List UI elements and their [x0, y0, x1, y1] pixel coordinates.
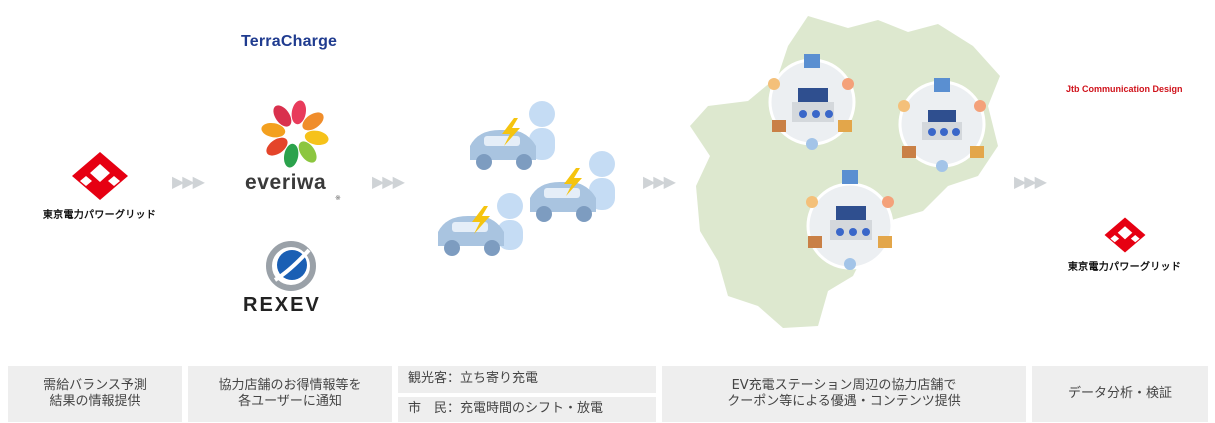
shop-icon [808, 236, 822, 248]
tepco-logo-text: 東京電力パワーグリッド [42, 210, 157, 221]
step-box-analysis: データ分析・検証 [1032, 366, 1208, 422]
station-cluster-1 [768, 54, 856, 150]
step-box-line: 協力店舗のお得情報等を [218, 377, 362, 393]
everiwa-logo: everiwa ※ [243, 98, 353, 208]
station-cluster-3 [806, 170, 894, 270]
restaurant-icon [898, 100, 910, 112]
tepco-mark-icon [71, 152, 128, 200]
rexev-logo-text: REXEV [243, 294, 321, 316]
shop-icon [902, 146, 916, 158]
tepco-logo-left: 東京電力パワーグリッド [37, 150, 162, 221]
ev-car-icon [470, 130, 536, 170]
step-box-line: 需給バランス予測 [43, 377, 147, 393]
restaurant-icon [882, 196, 894, 208]
station-cluster-2 [898, 78, 986, 172]
flow-arrow-2-icon: ▶▶▶ [372, 172, 405, 191]
jtb-logo: Jtb Communication Design [1066, 84, 1183, 94]
region-map [690, 16, 1000, 328]
step-box-supply-demand: 需給バランス予測 結果の情報提供 [8, 366, 182, 422]
restaurant-icon [768, 78, 780, 90]
bolt-icon [502, 118, 520, 146]
shop-icon [838, 120, 852, 132]
ev-car-icon [530, 182, 596, 222]
ev-users-illustration [438, 101, 615, 256]
tepco-mark-icon [1104, 217, 1145, 253]
shop-icon [772, 120, 786, 132]
restaurant-icon [806, 138, 818, 150]
step-box-line: 観光客：立ち寄り充電 [408, 371, 539, 387]
shop-icon [804, 54, 820, 68]
step-box-coupon: EV充電ステーション周辺の協力店舗で クーポン等による優遇・コンテンツ提供 [662, 366, 1026, 422]
step-box-line: EV充電ステーション周辺の協力店舗で [731, 377, 957, 393]
rexev-mark-icon [266, 241, 316, 291]
everiwa-logo-text: everiwa [245, 171, 327, 194]
solar-panel-icon [836, 206, 866, 220]
shop-icon [934, 78, 950, 92]
solar-panel-icon [928, 110, 956, 122]
bolt-icon [472, 206, 490, 234]
shop-icon [970, 146, 984, 158]
solar-panel-icon [798, 88, 828, 102]
step-box-line: 市 民：充電時間のシフト・放電 [408, 401, 604, 417]
everiwa-flower-icon [261, 100, 329, 168]
restaurant-icon [806, 196, 818, 208]
restaurant-icon [936, 160, 948, 172]
shop-icon [878, 236, 892, 248]
terracharge-logo: TerraCharge [241, 33, 338, 50]
bolt-icon [564, 168, 582, 196]
shop-icon [842, 170, 858, 184]
rexev-logo: REXEV [243, 240, 343, 320]
flow-arrow-4-icon: ▶▶▶ [1014, 172, 1047, 191]
step-box-tourist: 観光客：立ち寄り充電 [398, 366, 656, 393]
step-box-line: クーポン等による優遇・コンテンツ提供 [727, 394, 961, 409]
everiwa-note: ※ [335, 194, 341, 202]
ev-car-icon [438, 216, 504, 256]
restaurant-icon [974, 100, 986, 112]
step-box-line: 各ユーザーに通知 [238, 394, 342, 409]
tepco-logo-right: 東京電力パワーグリッド [1062, 216, 1187, 273]
step-box-citizen: 市 民：充電時間のシフト・放電 [398, 397, 656, 422]
step-box-line: 結果の情報提供 [49, 394, 141, 409]
restaurant-icon [844, 258, 856, 270]
tepco-logo-text: 東京電力パワーグリッド [1067, 262, 1182, 273]
flow-arrow-3-icon: ▶▶▶ [643, 172, 676, 191]
step-box-notify: 協力店舗のお得情報等を 各ユーザーに通知 [188, 366, 392, 422]
step-box-line: データ分析・検証 [1067, 385, 1172, 401]
restaurant-icon [842, 78, 854, 90]
flow-arrow-1-icon: ▶▶▶ [172, 172, 205, 191]
